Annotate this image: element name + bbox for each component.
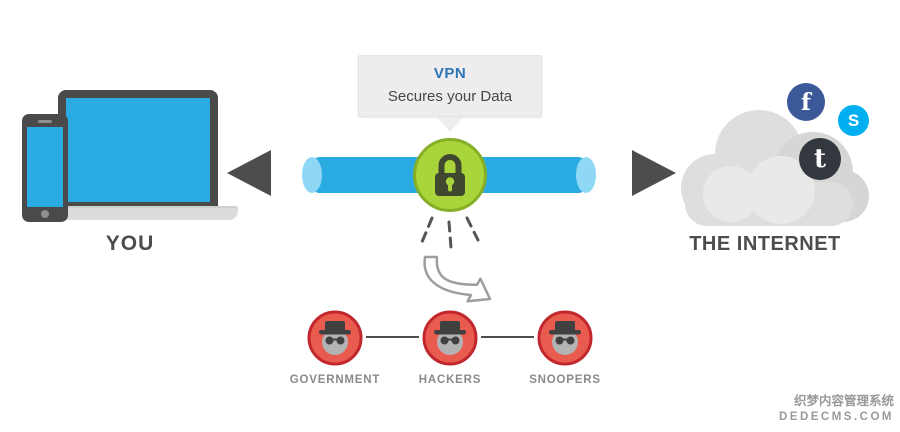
threat-government [306,309,364,367]
spy-icon [537,310,593,366]
twitter-icon: t [799,138,841,180]
threat-label-hackers: HACKERS [418,374,482,386]
arrow-left-icon [227,150,271,196]
watermark-line1: 织梦内容管理系统 [793,394,894,408]
phone-speaker [38,120,52,123]
facebook-icon: f [787,83,825,121]
threat-label-snoopers: SNOOPERS [529,374,601,386]
cloud-icon [663,100,875,228]
laptop-icon [58,90,218,208]
lock-badge [410,135,490,215]
tunnel-cap-left [302,157,322,193]
watermark: 织梦内容管理系统 DEDECMS.COM [779,394,894,424]
phone-icon [22,114,68,222]
vpn-callout-title: VPN [433,65,467,82]
threat-label-government: GOVERNMENT [289,374,381,386]
skype-glyph: S [847,110,860,130]
facebook-glyph: f [801,88,811,116]
tunnel-cap-right [576,157,596,193]
you-label: YOU [105,232,155,255]
vpn-callout: VPN Secures your Data [358,55,542,117]
watermark-line2: DEDECMS.COM [778,410,894,423]
threat-connector [481,336,534,338]
laptop-screen [66,98,210,202]
dashed-rays-icon [410,210,490,256]
twitter-glyph: t [813,144,826,174]
phone-screen [27,127,63,207]
lock-icon [413,138,487,212]
spy-icon [307,310,363,366]
phone-home-button [41,210,49,218]
arrow-right-icon [632,150,676,196]
laptop-base [38,206,238,220]
threat-hackers [421,309,479,367]
threat-snoopers [536,309,594,367]
skype-icon: S [838,105,869,136]
threat-connector [366,336,419,338]
spy-icon [422,310,478,366]
vpn-callout-subtitle: Secures your Data [387,88,513,105]
callout-pointer [437,117,463,132]
internet-label: THE INTERNET [689,233,841,255]
curved-arrow-icon [413,250,505,312]
